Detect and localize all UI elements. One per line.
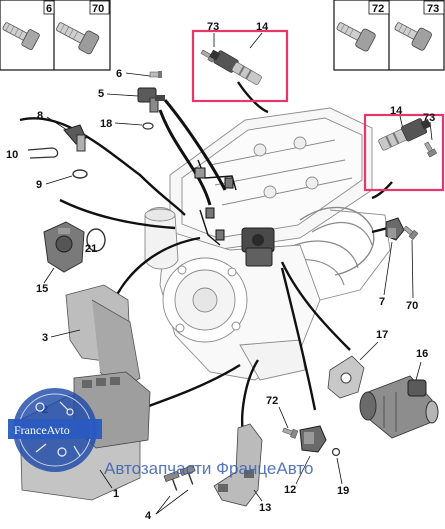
bolt-73-icon: [394, 22, 432, 51]
callout-3: 3: [42, 332, 48, 344]
callout-72-low: 72: [266, 395, 278, 407]
ecu-bracket-3-group: 3: [42, 284, 141, 393]
callout-21: 21: [85, 243, 97, 255]
starter-16-group: 16: [359, 348, 439, 439]
callout-6-mid: 6: [116, 68, 122, 80]
callout-13: 13: [259, 502, 271, 514]
sensor-5-group: 6 5 18: [98, 68, 165, 130]
sensor-8-group: 8 10 9: [6, 110, 88, 191]
callout-19: 19: [337, 485, 349, 497]
callout-10: 10: [6, 149, 18, 161]
callout-73-top: 73: [207, 21, 219, 33]
bracket-13-group: 13: [213, 423, 271, 514]
engine-wiring-harness: [158, 99, 237, 246]
watermark: FranceAvto Автозапчасти ФранцеАвто: [8, 388, 313, 478]
callout-16: 16: [416, 348, 428, 360]
o-ring-18-icon: [142, 122, 154, 130]
callout-8: 8: [37, 110, 43, 122]
callout-12: 12: [284, 484, 296, 496]
callout-4: 4: [145, 510, 152, 522]
bolt-6-icon: [2, 22, 40, 51]
sensor-7-group: 7 70: [379, 217, 419, 312]
bolt-box-right: 72 73: [333, 0, 445, 71]
callout-72: 72: [372, 3, 384, 15]
bolt-70-icon: [56, 22, 100, 55]
callout-14-top: 14: [256, 21, 269, 33]
starter-motor-16-icon: [359, 375, 439, 439]
sensor-5-icon: [137, 87, 165, 113]
callout-70: 70: [92, 3, 104, 15]
ring-19-icon: [331, 447, 341, 457]
sensor-12-icon: [299, 425, 327, 453]
callout-1: 1: [113, 488, 119, 500]
engine-block: [144, 107, 391, 381]
gasket-21-icon: [86, 228, 106, 252]
screw-6-icon: [149, 71, 162, 78]
solenoid-valve-14-top-icon: [209, 49, 262, 85]
bolt-73-right-icon: [424, 141, 438, 158]
housing-15-icon: [43, 221, 85, 273]
clip-4b-icon: [179, 464, 196, 485]
bolt-72-icon: [336, 22, 376, 52]
clips-4-group: 4: [145, 464, 196, 522]
housing-15-group: 15 21: [36, 221, 106, 295]
clip-4a-icon: [163, 470, 180, 491]
callout-6: 6: [46, 3, 52, 15]
bolt-70-small-icon: [403, 225, 419, 240]
watermark-badge-text: FranceAvto: [14, 423, 70, 437]
callout-7: 7: [379, 296, 385, 308]
bracket-17-group: 17: [327, 329, 388, 399]
callout-17: 17: [376, 329, 388, 341]
solenoid-valve-14-right-icon: [378, 118, 432, 151]
highlight-box-right: 14 73: [363, 105, 445, 192]
callout-70-right: 70: [406, 300, 418, 312]
callout-18: 18: [100, 118, 112, 130]
callout-73: 73: [427, 3, 439, 15]
sensor-8-icon: [63, 124, 87, 152]
callout-14-right: 14: [390, 105, 403, 117]
leader-lines: [19, 81, 393, 441]
watermark-tool-icons: [35, 401, 81, 457]
highlight-box-top: 73 14: [191, 21, 289, 103]
throttle-actuator: [241, 227, 275, 267]
sensor-12-group: 72 12 19: [266, 395, 349, 497]
callout-9: 9: [36, 179, 42, 191]
o-ring-9-icon: [72, 169, 88, 179]
clip-10-icon: [27, 147, 59, 159]
bolt-72-small-icon: [282, 427, 299, 439]
callout-5: 5: [98, 88, 104, 100]
watermark-site-text: Автозапчасти ФранцеАвто: [104, 459, 313, 478]
callout-15: 15: [36, 283, 48, 295]
bolt-box-left: 6 70: [0, 0, 111, 71]
